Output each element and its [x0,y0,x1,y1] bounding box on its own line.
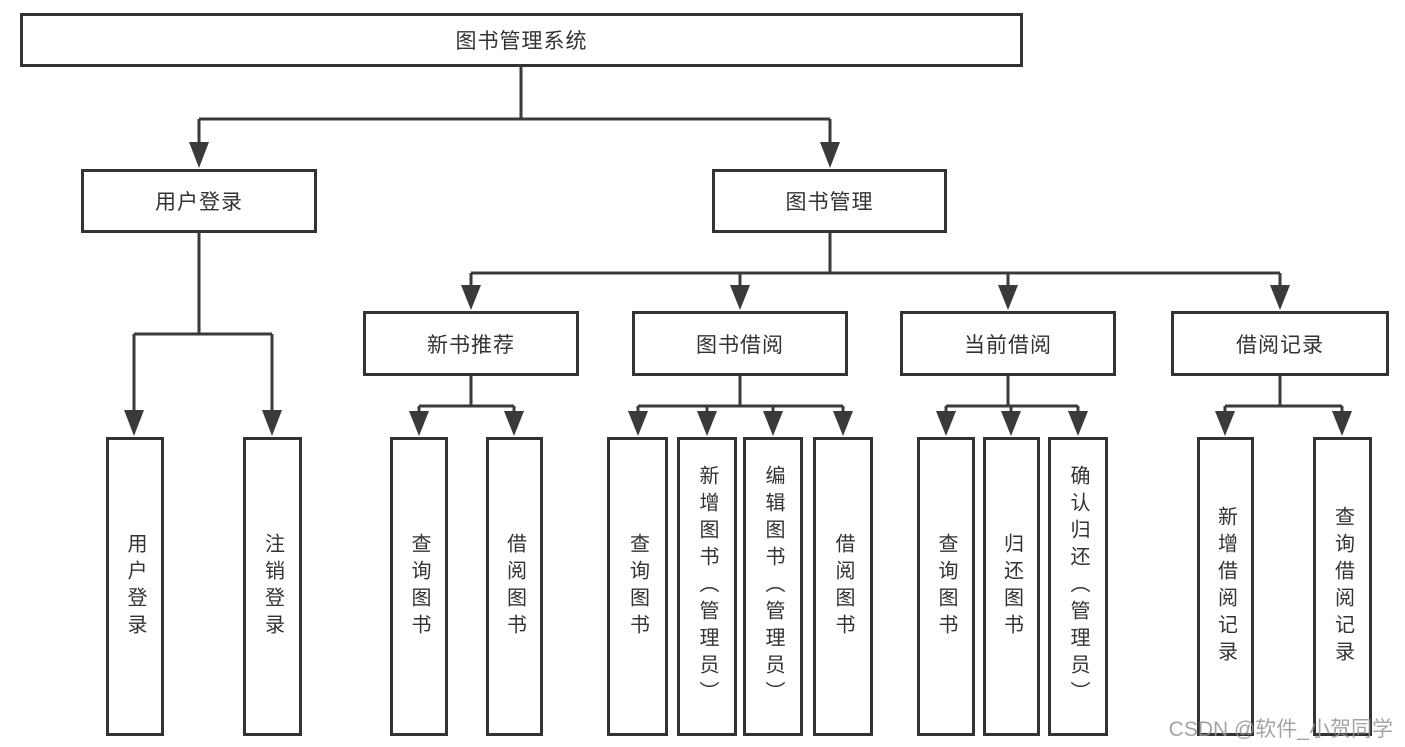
arrowhead [124,410,144,436]
connector-book-management-to-level3 [469,233,1282,306]
leaf-user-login: 用户登录 [106,437,164,736]
arrowhead [936,411,956,436]
csdn-watermark: CSDN @软件_小贺同学 [1168,718,1393,741]
arrowhead [189,142,209,168]
node-book-management: 图书管理 [712,169,947,233]
leaf-edit-books-admin: 编辑图书（管理员） [743,437,803,736]
connector-root-to-level2 [197,66,832,164]
leaf-query-books-new-book: 查询图书 [390,437,448,736]
node-user-login: 用户登录 [81,169,317,233]
arrowhead [409,411,429,436]
connector-borrowing-records-to-leaves [1223,376,1344,431]
leaf-query-borrowing-record: 查询借阅记录 [1313,437,1372,736]
leaf-query-books-current: 查询图书 [917,437,975,736]
arrowhead [262,410,282,436]
connector-user-login-to-leaves [132,233,274,431]
arrowhead [763,411,783,436]
node-library-management-system: 图书管理系统 [20,13,1023,67]
arrowhead [628,411,648,436]
node-current-borrowing: 当前借阅 [900,311,1116,376]
arrowhead [1001,411,1021,436]
arrowhead [1332,411,1352,436]
leaf-logout-login: 注销登录 [243,437,302,736]
connector-new-book-to-leaves [417,376,516,431]
leaf-return-books: 归还图书 [983,437,1040,736]
node-new-book-recommendation: 新书推荐 [363,311,579,376]
arrowhead [1215,411,1235,436]
arrowhead [504,411,524,436]
arrowhead [833,411,853,436]
node-borrowing-records: 借阅记录 [1171,311,1389,376]
arrowhead [461,285,481,310]
arrowhead [730,285,750,310]
leaf-borrow-books-borrowing: 借阅图书 [813,437,873,736]
leaf-add-books-admin: 新增图书（管理员） [677,437,737,736]
leaf-add-borrowing-record: 新增借阅记录 [1197,437,1254,736]
leaf-borrow-books-new-book: 借阅图书 [486,437,543,736]
node-book-borrowing: 图书借阅 [632,311,848,376]
arrowhead [1270,285,1290,310]
arrowhead [697,411,717,436]
arrowhead [820,142,840,168]
leaf-query-books-borrowing: 查询图书 [607,437,668,736]
connector-book-borrowing-to-leaves [636,376,845,431]
leaf-confirm-return-admin: 确认归还（管理员） [1048,437,1108,736]
arrowhead [998,285,1018,310]
arrowhead [1068,411,1088,436]
